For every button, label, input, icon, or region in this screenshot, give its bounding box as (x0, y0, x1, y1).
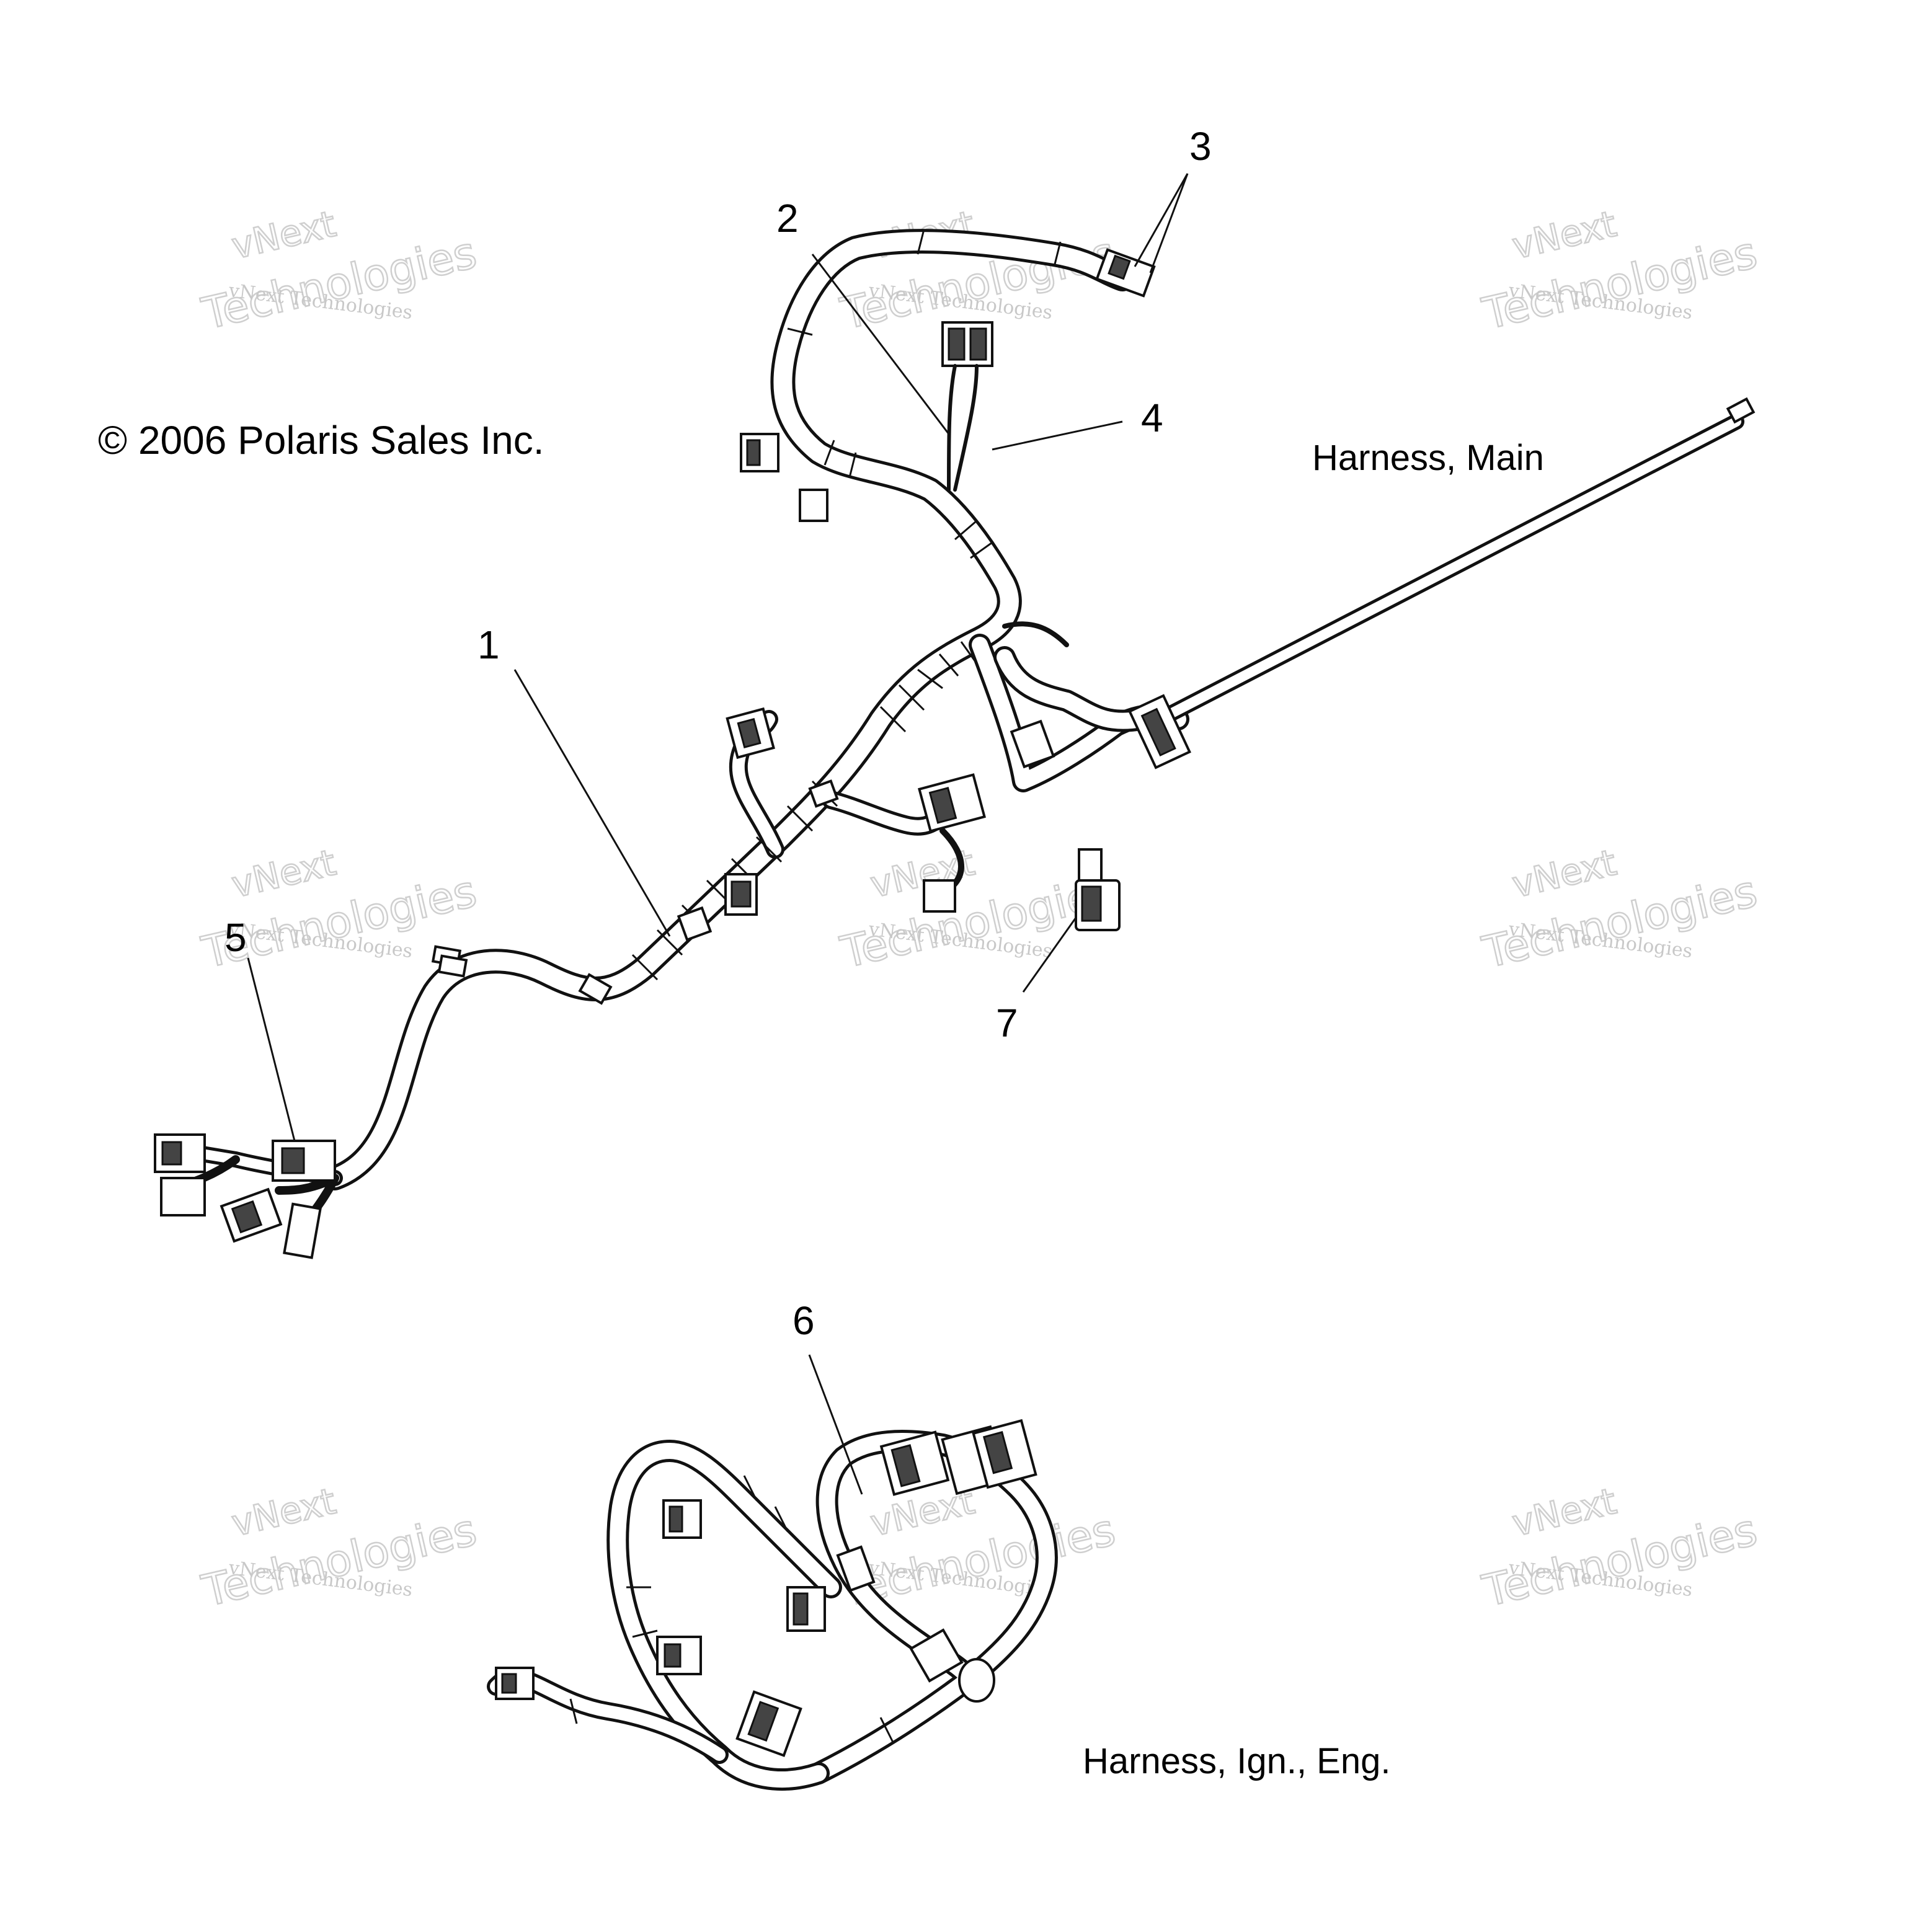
svg-text:vNext: vNext (1508, 841, 1620, 906)
ign-connector-mid (786, 1545, 876, 1632)
ign-connector-top-cluster (879, 1419, 1037, 1496)
connector-upper-mid (799, 489, 828, 522)
connector-branch-right (918, 773, 986, 913)
ign-connector-far-left (495, 1667, 535, 1700)
callout-7: 7 (996, 1001, 1018, 1045)
callout-2: 2 (776, 196, 799, 241)
connector-stub-left (437, 954, 468, 978)
connector-item-2-4 (941, 321, 993, 492)
watermark-mid-right: vNext Technologies (1477, 841, 1762, 979)
leader-1 (513, 669, 671, 937)
ign-connector-left-lower (656, 1636, 802, 1757)
ignition-harness (487, 1419, 1058, 1791)
callout-3: 3 (1189, 124, 1212, 169)
copyright-text: © 2006 Polaris Sales Inc. (98, 418, 544, 463)
leader-7 (1022, 917, 1077, 993)
leader-5 (247, 957, 296, 1141)
callout-1: 1 (477, 623, 500, 667)
leader-3a (1134, 173, 1189, 267)
connector-branch-top (726, 707, 775, 760)
callout-4: 4 (1141, 396, 1163, 440)
ign-connector-right (909, 1628, 995, 1703)
watermark-bottom-left: vNext Technologies (197, 1479, 482, 1618)
ign-connector-left-upper (662, 1499, 702, 1539)
leader-2 (811, 254, 950, 435)
watermark-top-right: vNext Technologies (1477, 202, 1762, 340)
ign-tape-wraps (569, 1475, 894, 1743)
tape-wraps (631, 229, 1062, 981)
leader-3b (1149, 173, 1189, 273)
caption-harness-main: Harness, Main (1312, 438, 1544, 478)
leader-4 (992, 420, 1123, 451)
callout-5: 5 (224, 915, 247, 960)
connector-upper-left (740, 433, 779, 472)
watermark-bottom-right: vNext Technologies (1477, 1479, 1762, 1618)
leader-6 (808, 1354, 863, 1495)
svg-text:vNext: vNext (228, 841, 339, 906)
connector-item-3 (1095, 248, 1156, 298)
svg-text:vNext: vNext (1508, 1480, 1620, 1544)
watermark-top-left: vNext Technologies (197, 202, 482, 340)
svg-text:vNext: vNext (228, 203, 339, 267)
main-harness (154, 229, 1756, 1259)
connector-left-cluster (154, 1133, 336, 1259)
callout-6: 6 (793, 1298, 815, 1343)
leader-lines (247, 173, 1189, 1495)
caption-harness-ignition: Harness, Ign., Eng. (1083, 1741, 1390, 1781)
connector-right-cluster (1010, 694, 1191, 769)
svg-text:vNext: vNext (228, 1480, 339, 1544)
svg-text:vNext: vNext (1508, 203, 1620, 267)
connector-branch-center (724, 873, 758, 916)
item-7-connector (1075, 848, 1121, 931)
